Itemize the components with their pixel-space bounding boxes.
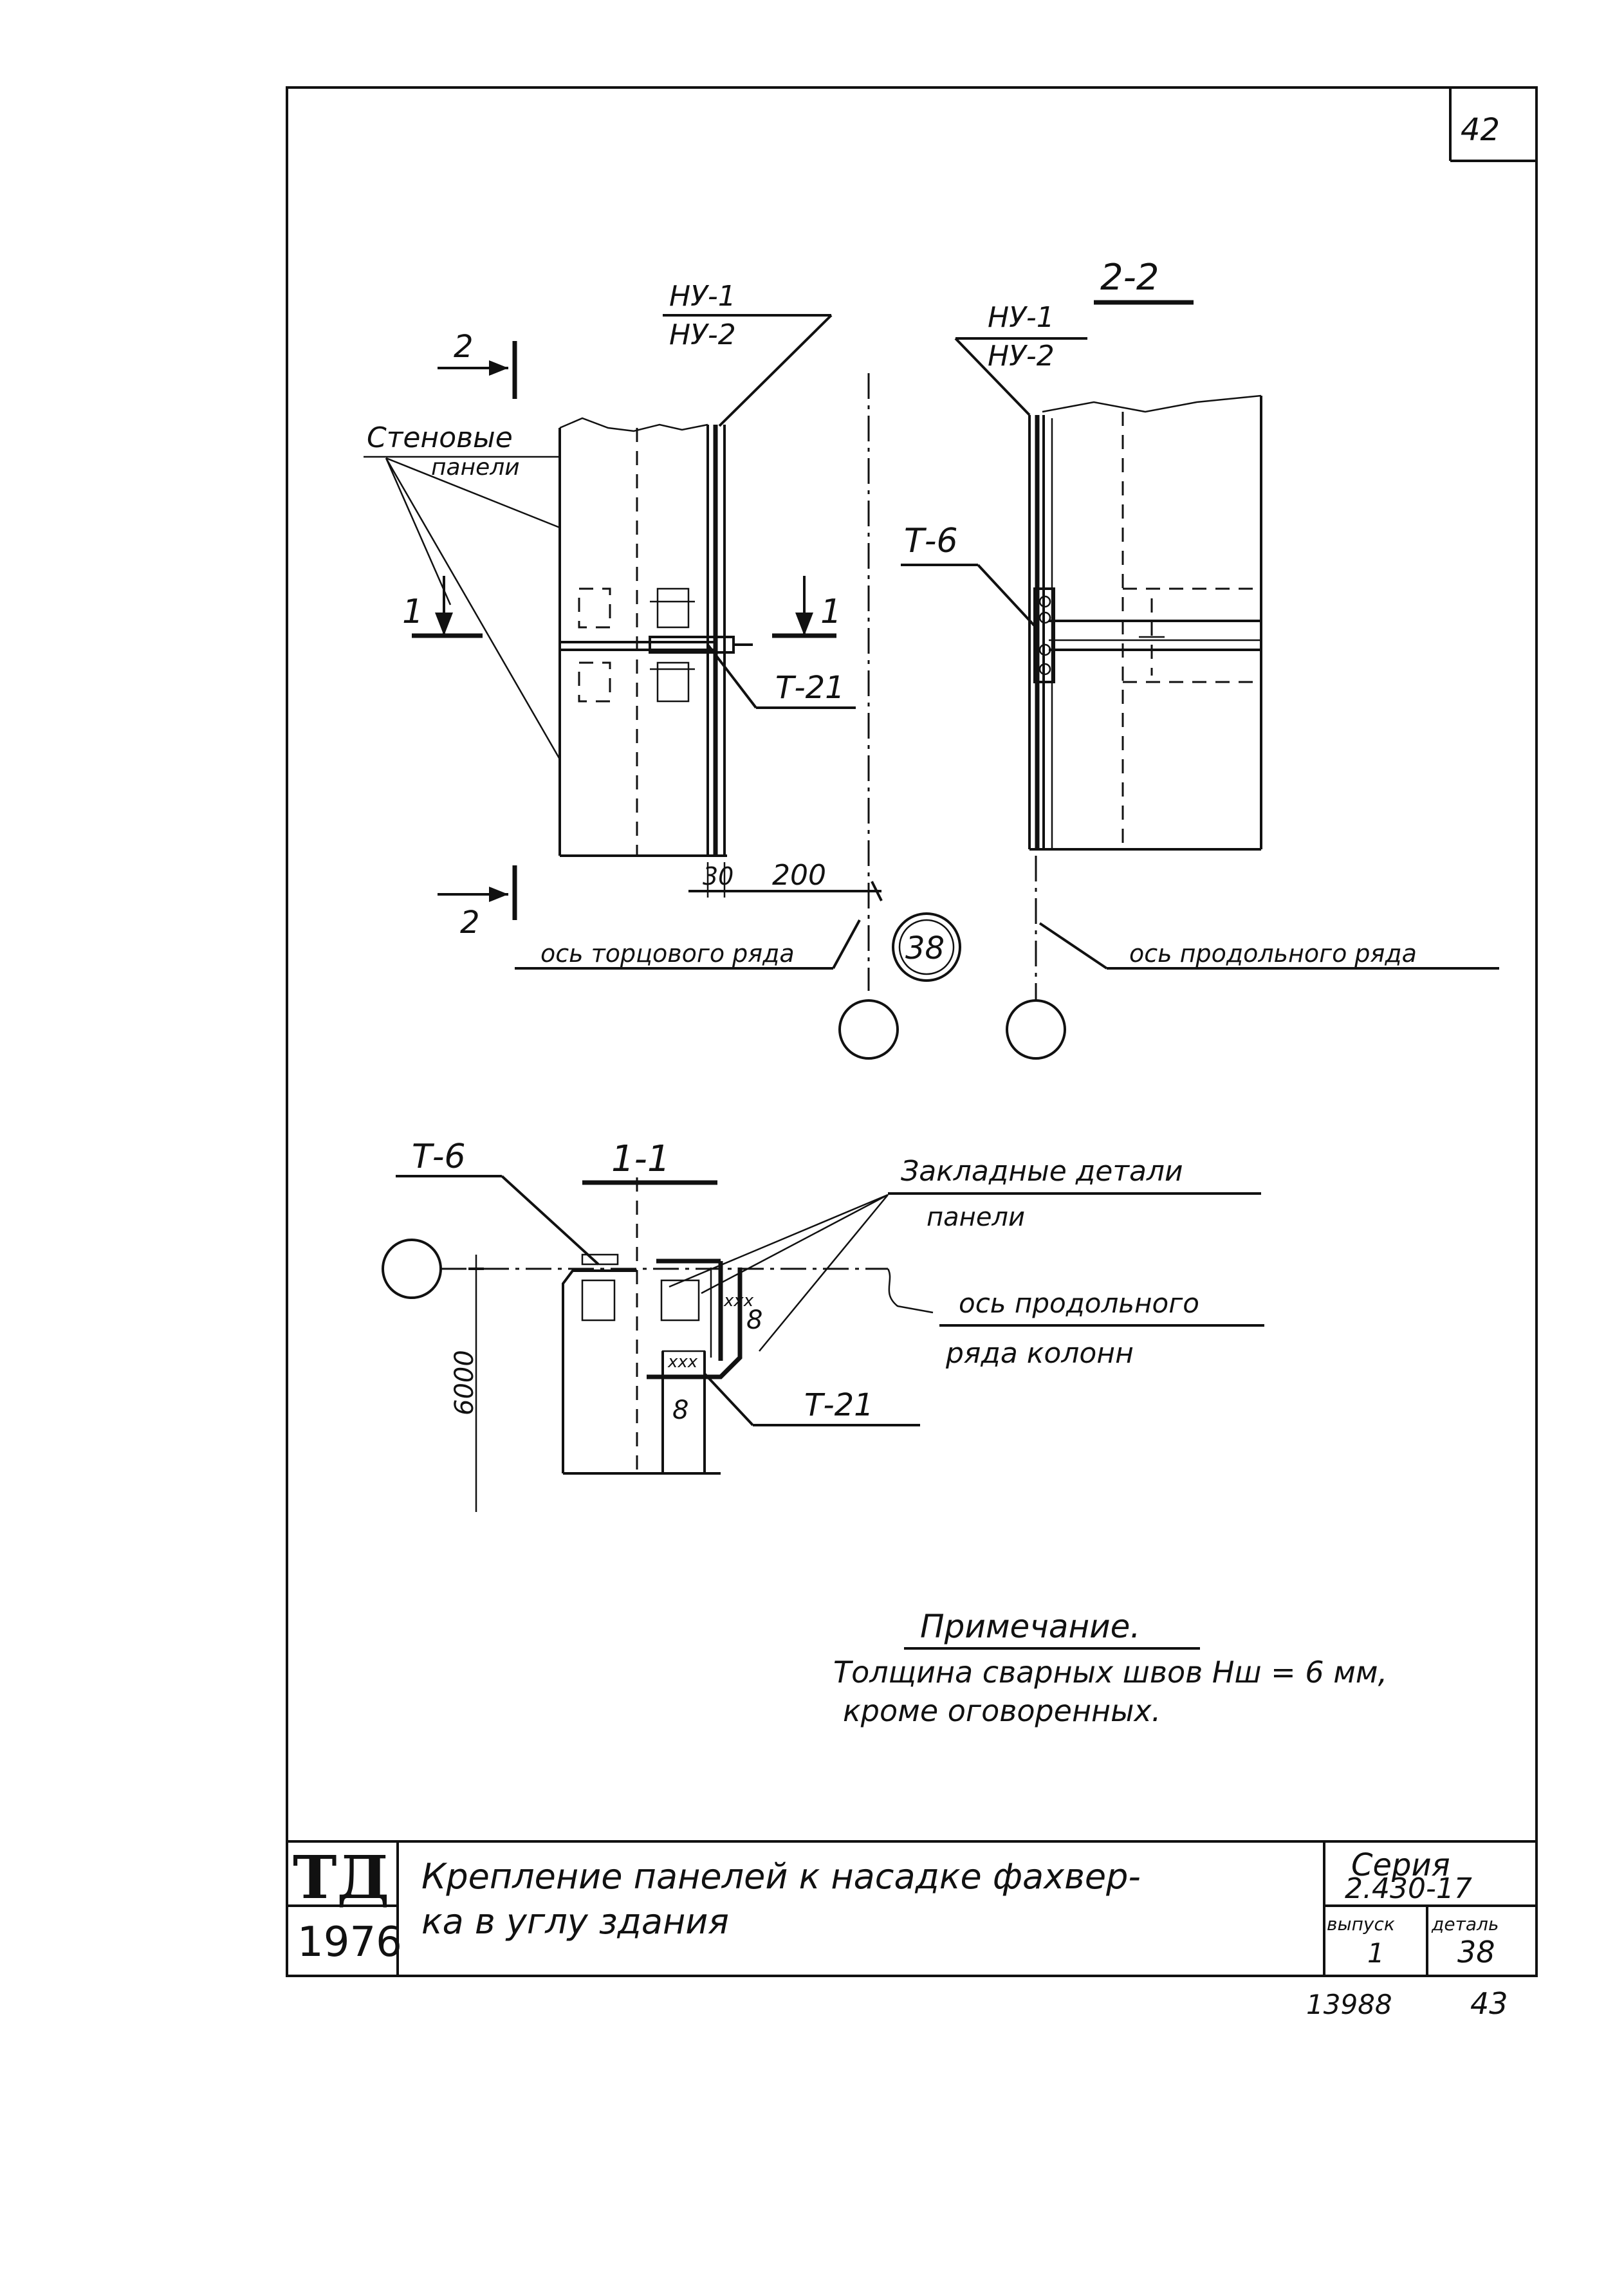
page-number-box: 42 (1449, 88, 1536, 162)
embedded-details-label-1: Закладные детали (901, 1155, 1183, 1188)
weld-size-8-a: 8 (746, 1305, 762, 1335)
wall-panels-label-1: Стеновые (367, 421, 513, 454)
drawing-title-line-2: ка в углу здания (421, 1901, 729, 1942)
detail-marker-outer (892, 912, 961, 982)
section-mark-2-top: 2 (454, 329, 474, 365)
series-value: 2.430-17 (1345, 1872, 1472, 1905)
main-view: НУ-1 НУ-2 2 Т-21 (364, 280, 1066, 1060)
svg-text:ххх: ххх (667, 1352, 698, 1372)
detail-label: деталь (1431, 1913, 1499, 1935)
sheet-number-bottom: 43 (1470, 1986, 1508, 2021)
section-cut-1-right: 1 (820, 593, 842, 631)
page-number: 42 (1461, 112, 1500, 148)
col-axis-label-2: ряда колонн (945, 1337, 1134, 1370)
section-mark-2-bottom: 2 (460, 905, 480, 941)
series-label: Серия (1351, 1847, 1450, 1883)
note-heading: Примечание. (920, 1608, 1140, 1645)
note-line-2: кроме оговоренных. (843, 1693, 1161, 1728)
view-2-2: 2-2 НУ-1 НУ-2 Т-6 о (901, 257, 1499, 1000)
axis-bubble-right (1006, 999, 1066, 1060)
wall-panels-label-2: панели (431, 454, 520, 481)
section-cut-1-left: 1 (402, 593, 423, 631)
view-1-1-axis-bubble (382, 1239, 442, 1299)
archive-number: 13988 (1306, 1989, 1392, 2020)
view-2-2-leader-bottom: НУ-2 (988, 340, 1055, 373)
embedded-details-label-2: панели (927, 1203, 1025, 1232)
axis-bubble-left (838, 999, 899, 1060)
detail-marker-number: 38 (905, 930, 945, 966)
logo-td: ТД (293, 1843, 389, 1912)
main-t21-label: Т-21 (775, 670, 845, 706)
end-row-axis-label: ось торцового ряда (540, 939, 795, 968)
view-1-1: 1-1 Т-6 ххх ххх 6000 8 8 (382, 1138, 1264, 1512)
view-1-1-title: 1-1 (611, 1138, 670, 1180)
dim-30: 30 (703, 862, 734, 890)
view-1-1-t21-label: Т-21 (804, 1387, 874, 1423)
note-block: Примечание. Толщина сварных швов Hш = 6 … (833, 1608, 1387, 1728)
main-leader-top: НУ-1 (669, 280, 736, 313)
issue-value: 1 (1367, 1937, 1385, 1969)
sheet-frame (286, 86, 1538, 1977)
drawing-title-line-1: Крепление панелей к насадке фахвер- (421, 1856, 1141, 1897)
weld-size-8-b: 8 (672, 1396, 688, 1425)
view-2-2-title: 2-2 (1100, 257, 1159, 299)
year: 1976 (297, 1919, 402, 1966)
detail-marker-inner (898, 919, 955, 975)
long-row-axis-label: ось продольного ряда (1129, 939, 1417, 968)
issue-label: выпуск (1327, 1913, 1395, 1935)
dim-200: 200 (772, 859, 826, 892)
detail-value: 38 (1457, 1935, 1495, 1969)
title-block: ТД 1976 Крепление панелей к насадке фахв… (287, 1840, 1536, 1976)
dim-6000: 6000 (450, 1350, 479, 1415)
note-line-1: Толщина сварных швов Hш = 6 мм, (833, 1655, 1387, 1690)
view-2-2-t6-label: Т-6 (904, 522, 958, 560)
view-2-2-leader-top: НУ-1 (988, 301, 1055, 334)
view-1-1-t6-label: Т-6 (412, 1138, 466, 1176)
col-axis-label-1: ось продольного (959, 1287, 1199, 1319)
main-leader-bottom: НУ-2 (669, 318, 736, 351)
